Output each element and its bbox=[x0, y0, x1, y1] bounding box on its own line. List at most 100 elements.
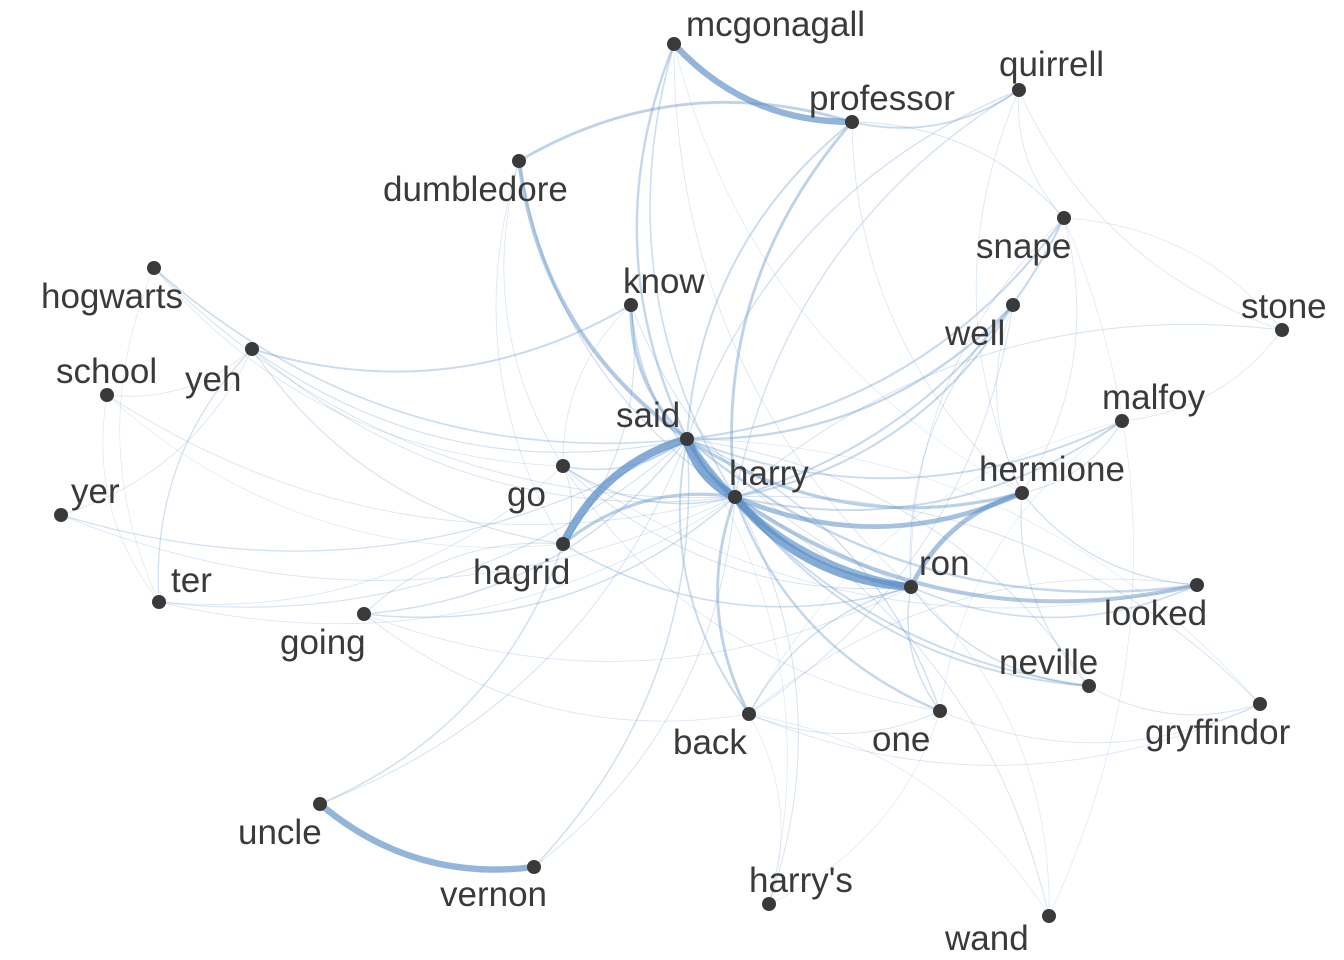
edge-professor-hermione bbox=[851, 121, 1023, 494]
edge-vernon-harry bbox=[533, 496, 736, 868]
edge-hermione-malfoy bbox=[1021, 420, 1123, 494]
node-dot bbox=[933, 704, 947, 718]
node-label: looked bbox=[1104, 594, 1207, 633]
node-label: vernon bbox=[440, 875, 547, 914]
edge-harry-snape bbox=[733, 216, 1066, 499]
edge-go-harry bbox=[562, 465, 736, 505]
node-dot bbox=[904, 580, 918, 594]
node-label: yer bbox=[71, 472, 120, 511]
edge-neville-said bbox=[686, 438, 1090, 687]
node-hogwarts: hogwarts bbox=[41, 261, 183, 316]
edge-mcgonagall-said bbox=[635, 42, 689, 441]
node-label: quirrell bbox=[999, 45, 1104, 84]
node-uncle: uncle bbox=[238, 797, 327, 852]
node-dot bbox=[512, 154, 526, 168]
node-label: said bbox=[616, 396, 680, 435]
edge-snape-ron bbox=[910, 217, 1065, 588]
node-label: one bbox=[872, 720, 930, 759]
node-label: ter bbox=[171, 561, 212, 600]
node-label: going bbox=[280, 623, 366, 662]
edge-stone-snape bbox=[1063, 217, 1283, 331]
edge-hogwarts-ter bbox=[119, 267, 160, 603]
edge-ter-harry bbox=[158, 496, 736, 625]
node-label: back bbox=[673, 723, 747, 762]
edge-uncle-said bbox=[319, 438, 688, 805]
edge-said-hagrid bbox=[559, 435, 691, 548]
edge-yeh-hagrid bbox=[251, 348, 564, 545]
edge-going-harry bbox=[363, 496, 736, 618]
edge-vernon-said bbox=[533, 438, 690, 868]
node-ron: ron bbox=[904, 544, 970, 594]
edge-uncle-hagrid bbox=[319, 543, 564, 805]
node-dot bbox=[357, 607, 371, 621]
node-yeh: yeh bbox=[185, 342, 259, 399]
edge-school-harry bbox=[106, 394, 736, 525]
node-dot bbox=[245, 342, 259, 356]
node-label: neville bbox=[999, 643, 1098, 682]
node-label: harry's bbox=[749, 861, 853, 900]
node-professor: professor bbox=[809, 79, 955, 129]
edge-hermione-looked bbox=[1021, 492, 1198, 586]
node-label: dumbledore bbox=[383, 170, 568, 209]
node-said: said bbox=[616, 396, 694, 446]
edge-harry-looked bbox=[733, 495, 1199, 604]
edge-yeh-ter bbox=[157, 348, 253, 603]
edge-mcgonagall-hermione bbox=[673, 43, 1023, 494]
edge-yer-yeh bbox=[60, 348, 253, 516]
node-label: yeh bbox=[185, 360, 241, 399]
edge-go-one bbox=[562, 465, 941, 712]
node-label: ron bbox=[919, 544, 970, 583]
node-label: hermione bbox=[979, 450, 1125, 489]
node-hermione: hermione bbox=[979, 450, 1125, 500]
edge-back-well bbox=[748, 304, 1014, 715]
edge-well-hermione bbox=[996, 304, 1023, 494]
node-dot bbox=[1253, 697, 1267, 711]
edge-snape-professor bbox=[851, 121, 1065, 219]
edge-harry's-said bbox=[686, 438, 788, 905]
edge-know-said bbox=[629, 303, 689, 441]
node-label: uncle bbox=[238, 813, 322, 852]
node-label: snape bbox=[976, 227, 1071, 266]
edge-yer-harry bbox=[60, 496, 736, 581]
edge-go-ron bbox=[562, 465, 912, 590]
edge-said-back bbox=[678, 438, 750, 715]
edge-harry-hagrid bbox=[561, 492, 737, 546]
edge-going-ron bbox=[363, 586, 912, 662]
edge-harry-ron bbox=[731, 493, 915, 591]
edge-hermione-neville bbox=[1020, 492, 1090, 687]
node-dot bbox=[1057, 211, 1071, 225]
edge-back-gryffindor bbox=[748, 703, 1261, 766]
node-dot bbox=[742, 707, 756, 721]
edge-quirrell-hermione bbox=[975, 89, 1023, 494]
edge-go-looked bbox=[562, 465, 1198, 609]
edge-harry-one bbox=[733, 495, 942, 713]
node-dot bbox=[1015, 486, 1029, 500]
edge-said-harry bbox=[682, 434, 740, 502]
edge-harry's-one bbox=[768, 710, 941, 905]
node-dot bbox=[667, 37, 681, 51]
node-dot bbox=[313, 797, 327, 811]
edge-going-back bbox=[363, 613, 750, 722]
node-harry: harry bbox=[728, 454, 809, 504]
edge-said-looked bbox=[685, 437, 1199, 594]
edge-professor-quirrell bbox=[851, 89, 1020, 129]
edge-harry's-harry bbox=[734, 496, 799, 905]
edge-looked-back bbox=[748, 578, 1198, 715]
edge-neville-gryffindor bbox=[1088, 685, 1261, 716]
node-dot bbox=[624, 298, 638, 312]
nodes-layer: mcgonagall professor quirrell dumbledore sna… bbox=[41, 5, 1327, 958]
edge-ron-looked bbox=[910, 584, 1198, 619]
node-stone: stone bbox=[1241, 287, 1327, 337]
node-label: mcgonagall bbox=[686, 5, 865, 44]
edge-harry-malfoy bbox=[734, 420, 1123, 511]
edge-school-ter bbox=[102, 394, 160, 603]
node-dot bbox=[1115, 414, 1129, 428]
edge-ter-said bbox=[158, 438, 688, 608]
edge-ter-go bbox=[158, 465, 564, 605]
node-dot bbox=[845, 115, 859, 129]
edge-dumbledore-go bbox=[503, 160, 564, 467]
edge-school-hagrid bbox=[106, 394, 564, 548]
edge-mcgonagall-professor bbox=[670, 40, 856, 126]
edge-said-hermione bbox=[685, 437, 1024, 510]
